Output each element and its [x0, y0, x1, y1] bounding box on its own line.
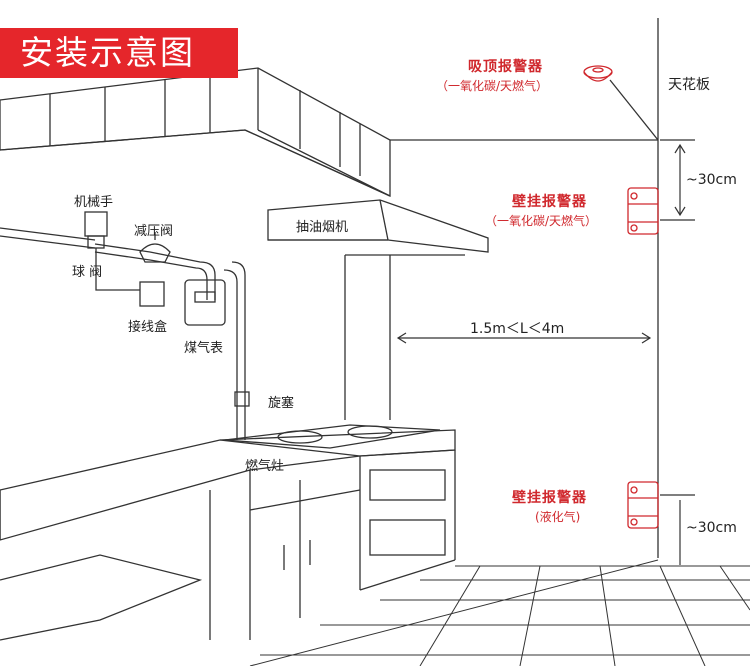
title-banner: [0, 28, 238, 78]
horizontal-range-label: 1.5m＜L＜4m: [470, 321, 565, 337]
stove-shape: [224, 424, 441, 449]
ceiling-alarm-title: 吸顶报警器: [468, 59, 543, 75]
pressure-valve-shape: [139, 232, 171, 263]
ceiling-alarm-subtitle: （一氧化碳/天燃气）: [436, 79, 549, 93]
wall-alarm-lower-device: [627, 481, 659, 529]
counter: [0, 429, 456, 641]
wall-alarm-upper-device: [627, 187, 659, 235]
gas-meter-label: 煤气表: [184, 341, 224, 356]
plug-shape: [234, 391, 250, 407]
upper-cabinets: [0, 67, 391, 198]
range-hood-shape: [267, 199, 489, 420]
wall-alarm-lower-subtitle: (液化气): [535, 510, 581, 524]
ceiling-label: 天花板: [668, 77, 710, 93]
manipulator-label: 机械手: [74, 195, 114, 210]
floor: [249, 559, 750, 666]
top-distance-label: ~30cm: [686, 172, 737, 188]
pressure-valve-label: 减压阀: [134, 224, 174, 239]
ball-valve-label: 球 阀: [72, 265, 103, 280]
junction-box-label: 接线盒: [128, 320, 168, 335]
wall-alarm-lower-title: 壁挂报警器: [512, 490, 587, 506]
stove-label: 燃气灶: [245, 459, 285, 474]
range-hood-label: 抽油烟机: [296, 220, 349, 235]
gas-pipe: [0, 227, 246, 440]
junction-box-shape: [139, 281, 165, 307]
wall-alarm-upper-subtitle: （一氧化碳/天燃气）: [485, 214, 598, 228]
plug-label: 旋塞: [268, 396, 295, 411]
bottom-distance-label: ~30cm: [686, 520, 737, 536]
dimension-lines: [396, 139, 695, 565]
ceiling-alarm-pointer: [609, 79, 659, 141]
gas-meter-shape: [184, 279, 226, 326]
manipulator-shape: [84, 211, 140, 291]
ceiling-alarm-device: [583, 65, 613, 82]
wall-alarm-upper-title: 壁挂报警器: [512, 194, 587, 210]
page-title: 安装示意图: [20, 33, 195, 72]
